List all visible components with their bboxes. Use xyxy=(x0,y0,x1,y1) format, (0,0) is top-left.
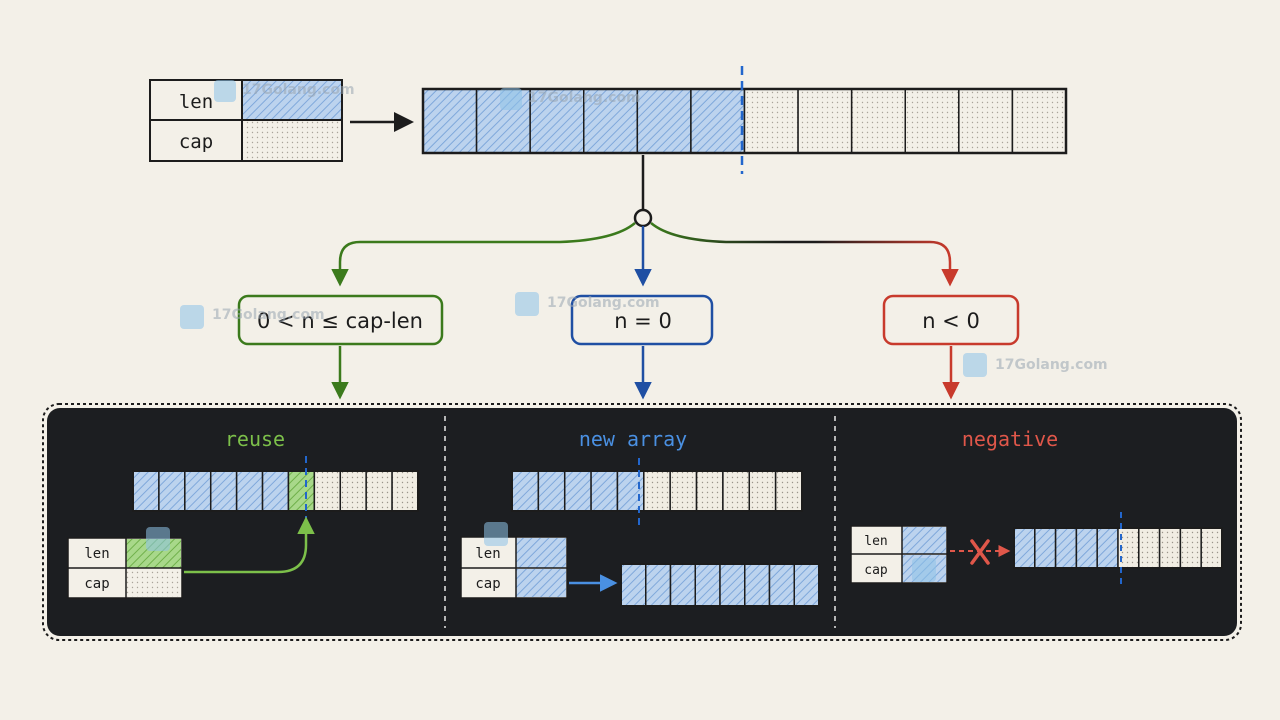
array-cell-empty xyxy=(722,470,751,512)
panel-outer-border xyxy=(42,403,1242,641)
array-cell-filled xyxy=(261,470,290,512)
array-cell-filled xyxy=(1075,527,1098,569)
array-cell-filled xyxy=(537,470,566,512)
array-cell-empty xyxy=(1138,527,1161,569)
condition-box-positive: 0 < n ≤ cap-len xyxy=(237,294,444,346)
array-cell-filled xyxy=(690,88,746,154)
array-cell-empty xyxy=(391,470,419,512)
new-array-fresh-array xyxy=(620,563,820,607)
array-cell-empty xyxy=(748,470,777,512)
array-cell-filled xyxy=(1013,527,1036,569)
new-array-slice-header: len cap xyxy=(460,536,568,599)
top-underlying-array xyxy=(421,87,1068,155)
array-cell-empty xyxy=(774,470,803,512)
array-cell-filled xyxy=(563,470,592,512)
condition-box-zero: n = 0 xyxy=(570,294,714,346)
reuse-len-label: len xyxy=(84,546,109,562)
condition-negative-text: n < 0 xyxy=(922,309,980,333)
new-array-cap-label: cap xyxy=(475,576,500,592)
array-cell-filled xyxy=(645,563,672,607)
array-cell-empty xyxy=(850,88,906,154)
array-cell-empty xyxy=(743,88,799,154)
watermark-text-1: 17Golang.com xyxy=(242,82,355,98)
condition-positive-text: 0 < n ≤ cap-len xyxy=(257,309,423,333)
top-cap-label: cap xyxy=(179,131,213,153)
array-cell-filled xyxy=(744,563,771,607)
negative-len-label: len xyxy=(864,534,887,549)
reuse-cap-label: cap xyxy=(84,576,109,592)
array-cell-filled xyxy=(184,470,212,512)
reuse-arrow xyxy=(184,516,315,574)
negative-array xyxy=(1013,527,1223,569)
array-cell-empty xyxy=(643,470,671,512)
array-border xyxy=(511,470,803,512)
watermark-text-4: 17Golang.com xyxy=(547,295,660,311)
watermark-text-5: 17Golang.com xyxy=(995,357,1108,373)
array-cell-empty xyxy=(669,470,698,512)
reuse-array xyxy=(132,470,419,512)
array-cell-empty xyxy=(1200,527,1223,569)
top-len-label: len xyxy=(179,91,213,113)
array-cell-filled xyxy=(620,563,647,607)
panel-reuse-title: reuse xyxy=(225,427,285,451)
condition-zero-text: n = 0 xyxy=(614,309,672,333)
branch-connector xyxy=(331,155,959,287)
array-cell-filled xyxy=(1096,527,1119,569)
array-cell-filled xyxy=(793,563,820,607)
branch-node xyxy=(633,208,653,228)
array-border xyxy=(132,470,419,512)
watermark-text-2: 17Golang.com xyxy=(528,90,641,106)
array-cell-filled xyxy=(158,470,186,512)
red-branch-line xyxy=(650,222,952,283)
array-cell-filled xyxy=(636,88,692,154)
panel-new-array-title: new array xyxy=(579,427,687,451)
array-border xyxy=(620,563,820,607)
array-cell-filled xyxy=(209,470,238,512)
watermark: 17Golang.com 17Golang.com 17Golang.com 1… xyxy=(146,80,1108,582)
array-cell-empty xyxy=(797,88,853,154)
array-border xyxy=(421,87,1068,155)
array-cell-filled xyxy=(1054,527,1078,569)
array-cell-filled xyxy=(768,563,795,607)
negative-cap-label: cap xyxy=(864,563,888,578)
new-array-len-label: len xyxy=(475,546,500,562)
new-array-old-array xyxy=(511,470,803,512)
array-cell-filled xyxy=(422,88,478,154)
array-cell-filled xyxy=(590,470,619,512)
red-x-icon xyxy=(970,539,990,565)
array-cell-empty xyxy=(904,88,960,154)
array-cell-filled xyxy=(132,470,160,512)
array-cell-filled xyxy=(235,470,264,512)
negative-slice-header: len cap xyxy=(850,525,948,584)
reuse-slice-header: len cap xyxy=(67,537,183,599)
array-cell-empty xyxy=(1011,88,1067,154)
array-cell-empty xyxy=(287,470,316,512)
top-slice-header: len cap xyxy=(149,79,343,162)
array-cell-empty xyxy=(339,470,367,512)
condition-box-negative: n < 0 xyxy=(882,294,1020,346)
array-cell-empty xyxy=(313,470,342,512)
panel-negative-title: negative xyxy=(962,427,1058,451)
array-cell-filled xyxy=(669,563,696,607)
array-cell-filled xyxy=(694,563,721,607)
array-border xyxy=(1013,527,1223,569)
green-branch-arrow xyxy=(331,222,636,287)
watermark-text-3: 17Golang.com xyxy=(212,307,325,323)
array-cell-empty xyxy=(1179,527,1202,569)
array-cell-filled xyxy=(1034,527,1057,569)
array-cell-empty xyxy=(1158,527,1182,569)
array-cell-empty xyxy=(365,470,393,512)
array-cell-empty xyxy=(695,470,724,512)
array-cell-filled xyxy=(719,563,746,607)
array-cell-filled xyxy=(511,470,540,512)
17golang-logo-icon xyxy=(146,80,987,582)
array-cell-empty xyxy=(958,88,1014,154)
